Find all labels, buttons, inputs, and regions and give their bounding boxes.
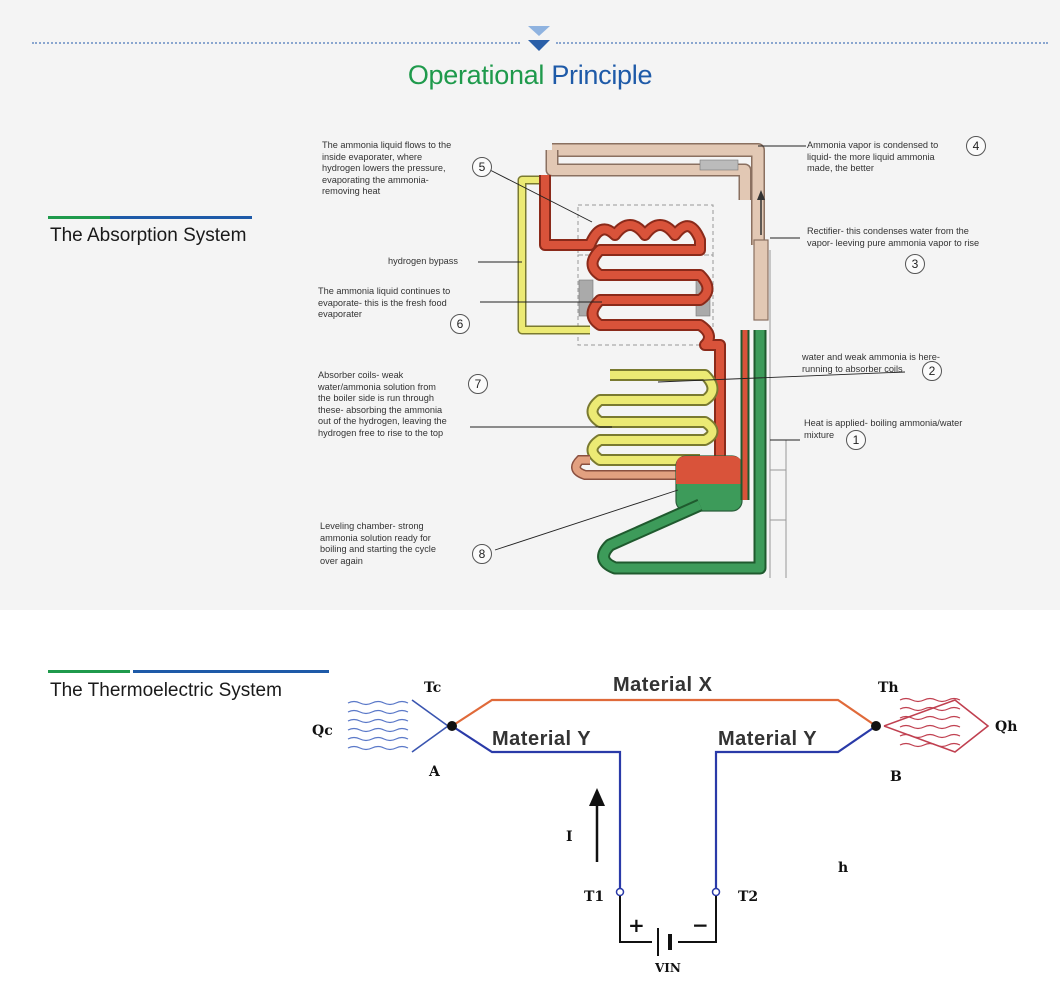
step-6-badge: 6 [450,314,470,334]
thermo-accent-blue [133,670,329,673]
absorption-section-title: The Absorption System [50,225,247,246]
thermo-accent-green [48,670,130,673]
section-accent-green [48,216,110,219]
note-1: Heat is applied- boiling ammonia/water m… [804,418,963,440]
note-7: Absorber coils- weak water/ammonia solut… [318,370,447,438]
vin-label: VIN [654,961,681,975]
qc-label: Qc [312,723,333,739]
note-6: The ammonia liquid continues to evaporat… [318,286,451,319]
material-x-label: Material X [613,674,713,696]
header-rule-right [556,42,1048,44]
qh-label: Qh [995,719,1017,735]
header-rule-left [32,42,520,44]
absorber-coils [588,371,717,464]
th-label: Th [878,680,899,696]
note-8: Leveling chamber- strong ammonia solutio… [320,521,436,566]
step-3-badge: 3 [905,254,925,274]
rectifier [753,239,769,321]
absorption-background [0,0,1060,610]
plus-label: + [628,913,645,937]
thermoelectric-diagram: Material X Material Y Material Y Tc Th Q… [312,674,1017,975]
t2-label: T2 [738,889,758,905]
junction-a-label: A [428,764,441,780]
tc-label: Tc [424,680,441,696]
battery-circuit [619,896,717,956]
current-label: I [566,829,573,845]
material-y-right-label: Material Y [718,728,817,750]
note-hydrogen-bypass: hydrogen bypass [388,256,458,266]
cold-heat-waves [347,700,409,751]
hydrogen-bypass-pipe [519,177,590,333]
hot-heat-waves [899,697,961,748]
chevron-down-icon [528,26,550,51]
evaporator-coil [541,175,724,460]
material-y-left-label: Material Y [492,728,591,750]
step-5-badge: 5 [472,157,492,177]
junction-b-label: B [890,769,902,785]
step-7-badge: 7 [468,374,488,394]
step-8-badge: 8 [472,544,492,564]
absorption-diagram [470,143,906,578]
material-y-right-wire [714,725,877,892]
boiler-loop [599,330,765,573]
page-title: Operational Principle [407,60,653,90]
junction-a [447,721,457,731]
material-y-left-wire [451,725,622,892]
step-1-badge: 1 [846,430,866,450]
current-arrow [589,788,605,862]
note-5: The ammonia liquid flows to the inside e… [322,140,452,196]
t1-label: T1 [584,889,604,905]
h-label: h [838,860,848,876]
material-x-wire [451,698,877,727]
section-accent-blue [110,216,252,219]
note-2: water and weak ammonia is here- running … [802,352,940,374]
thermo-section-title: The Thermoelectric System [50,680,282,701]
step-2-badge: 2 [922,361,942,381]
note-4: Ammonia vapor is condensed to liquid- th… [807,140,939,173]
junction-b [871,721,881,731]
minus-label: − [692,913,709,937]
note-3: Rectifier- this condenses water from the… [807,226,980,248]
step-4-badge: 4 [966,136,986,156]
